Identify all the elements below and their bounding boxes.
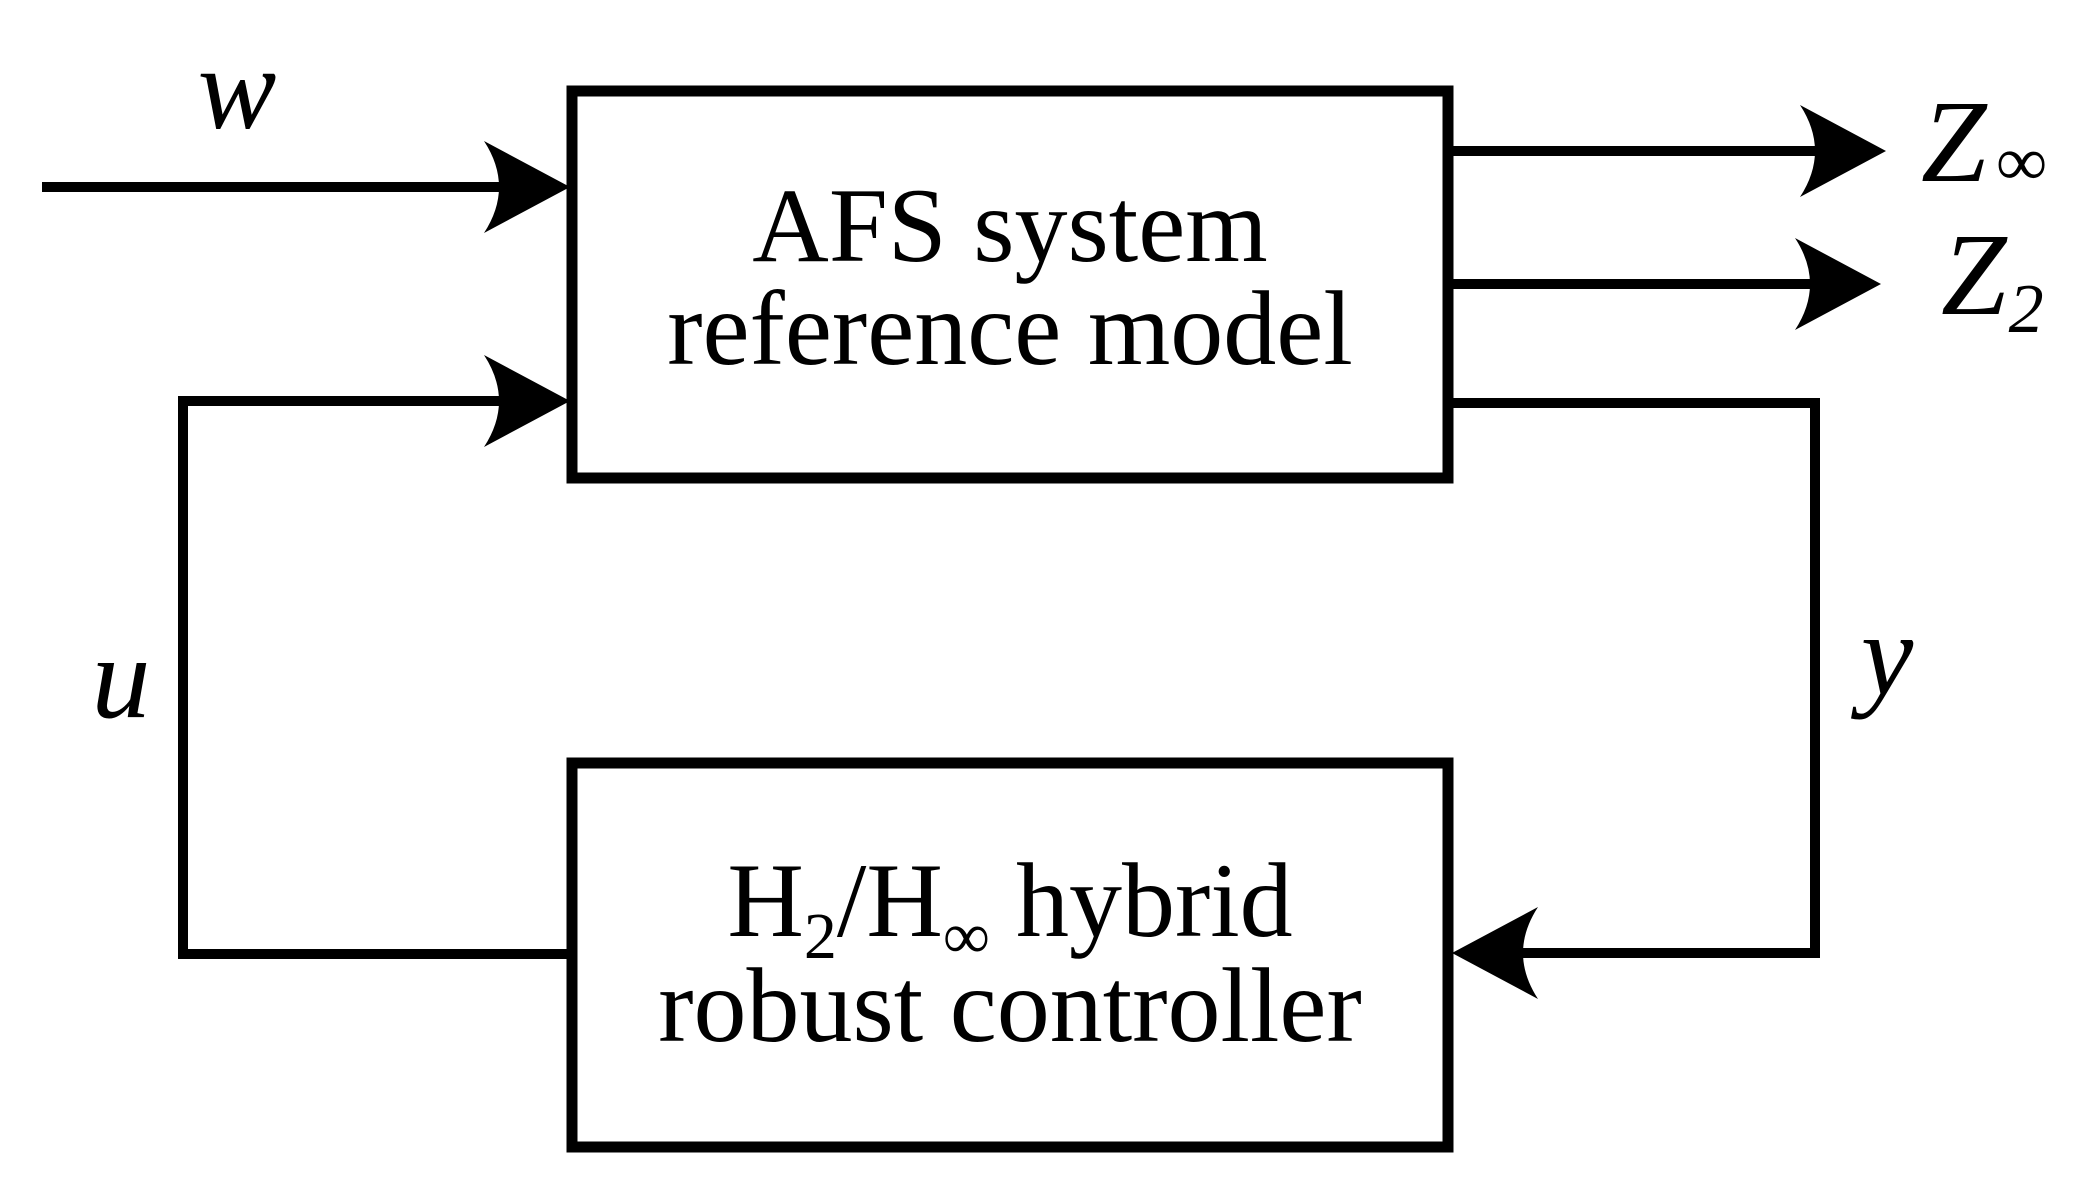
z2-label-main: Z [1941,209,2008,340]
controller-label-subinf: ∞ [943,900,990,973]
z2-label: Z2 [1941,209,2044,348]
controller-label-hinf: /H [837,842,943,959]
controller-label-sub2: 2 [804,900,837,973]
controller-label-h2: H [727,842,804,959]
z-infinity-label-main: Z [1921,76,1988,207]
z-infinity-label: Z∞ [1921,76,2047,207]
controller-label-line2: robust controller [658,947,1362,1064]
reference-model-label-line2: reference model [667,270,1353,387]
y-signal-label: y [1851,589,1914,720]
z-infinity-label-sub: ∞ [1997,124,2047,201]
controller-label-hybrid: hybrid [1016,842,1293,959]
reference-model-label-line1: AFS system [752,167,1267,284]
controller-box [566,757,1454,1153]
z2-arrowhead-icon [1795,238,1881,330]
y-feedback-path [1443,398,1820,958]
z-infinity-arrowhead-icon [1800,105,1886,197]
w-signal-label: w [198,23,277,154]
controller-label-line1: H2/H∞ hybrid [727,842,1292,973]
y-arrowhead-icon [1452,907,1538,999]
u-signal-path [178,396,577,959]
u-arrowhead-icon [484,355,570,447]
u-signal-label: u [92,612,151,743]
w-arrowhead-icon [484,141,570,233]
z2-label-sub: 2 [2009,271,2044,348]
reference-model-box [566,85,1454,484]
